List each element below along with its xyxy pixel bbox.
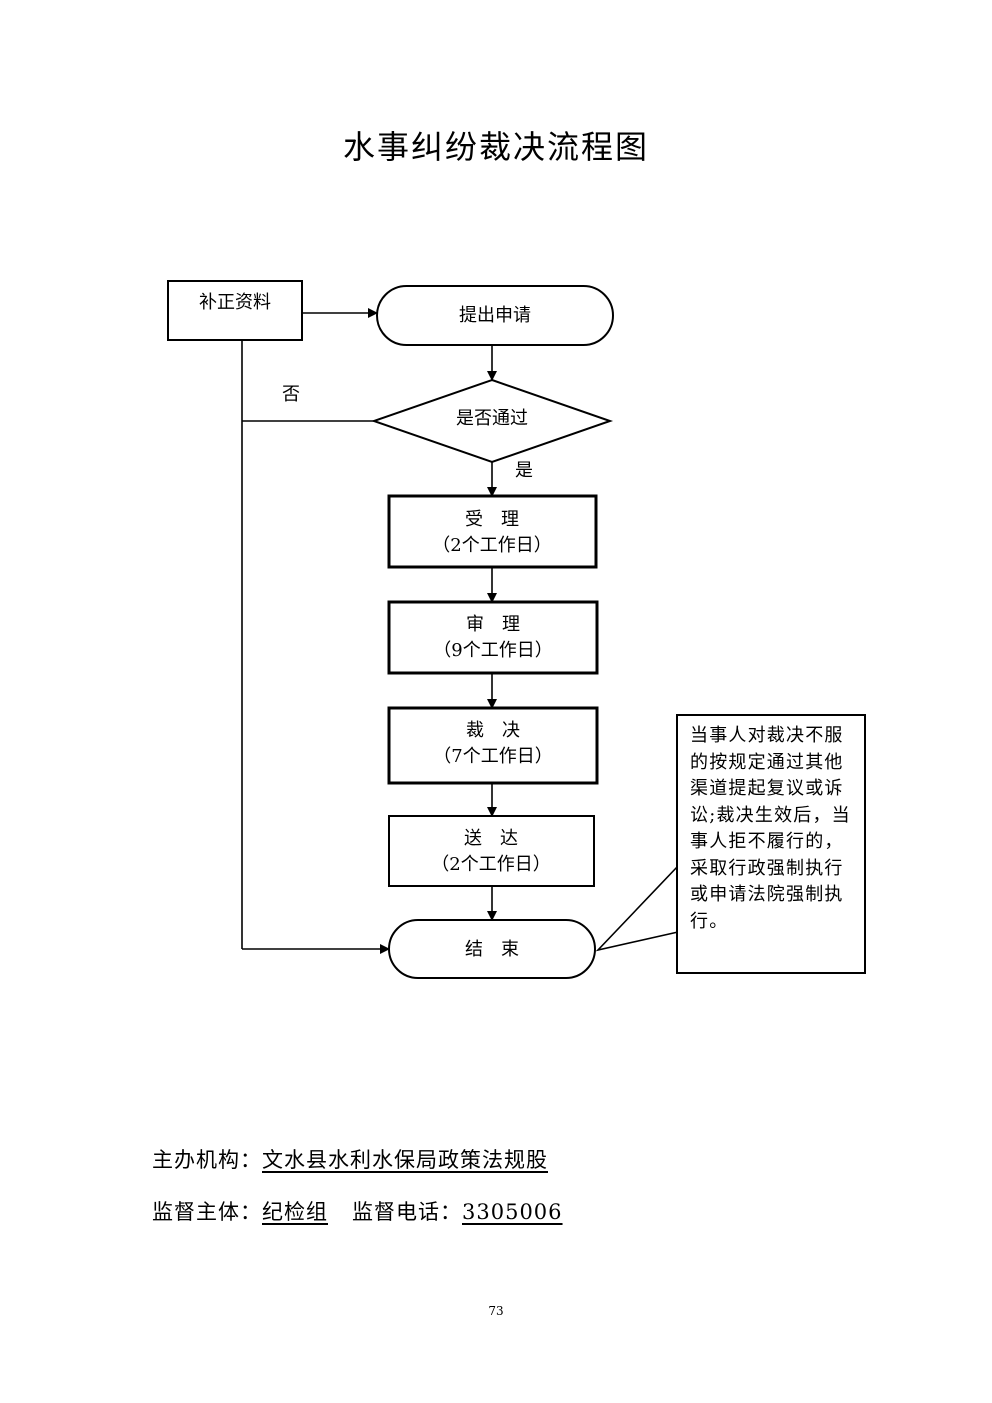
ruling-node: 裁 决 （7个工作日） [387, 706, 599, 785]
end-node: 结 束 [388, 919, 596, 979]
organizer-value: 文水县水利水保局政策法规股 [262, 1148, 548, 1172]
phone-value: 3305006 [462, 1200, 563, 1224]
organizer-line: 主办机构：文水县水利水保局政策法规股 [152, 1144, 548, 1174]
accept-label: 受 理 [465, 509, 519, 530]
note-box: 当事人对裁决不服的按规定通过其他渠道提起复议或诉讼;裁决生效后，当事人拒不履行的… [676, 714, 866, 974]
supervisor-label: 监督主体： [152, 1200, 262, 1224]
supervisor-value: 纪检组 [262, 1200, 328, 1224]
deliver-node: 送 达 （2个工作日） [388, 815, 595, 887]
yes-label: 是 [515, 460, 533, 481]
deliver-label: 送 达 [464, 828, 518, 849]
page-number: 73 [488, 1304, 504, 1318]
apply-label: 提出申请 [459, 305, 531, 326]
ruling-label: 裁 决 [466, 720, 520, 741]
no-label: 否 [282, 384, 300, 405]
page-title: 水事纠纷裁决流程图 [342, 128, 649, 166]
decision-label: 是否通过 [456, 408, 528, 429]
accept-duration: （2个工作日） [432, 535, 551, 556]
supervisor-line: 监督主体：纪检组监督电话：3305006 [152, 1196, 563, 1226]
apply-node: 提出申请 [376, 285, 614, 346]
review-node: 审 理 （9个工作日） [387, 600, 599, 675]
organizer-label: 主办机构： [152, 1148, 262, 1172]
phone-label: 监督电话： [352, 1200, 462, 1224]
deliver-duration: （2个工作日） [431, 854, 550, 875]
supplement-label: 补正资料 [199, 292, 271, 313]
accept-node: 受 理 （2个工作日） [387, 494, 598, 569]
decision-node: 是否通过 [370, 378, 614, 464]
note-callout-pointer [595, 865, 679, 952]
ruling-duration: （7个工作日） [433, 746, 552, 767]
review-duration: （9个工作日） [433, 640, 552, 661]
supplement-node: 补正资料 [167, 280, 303, 341]
end-label: 结 束 [465, 939, 519, 960]
review-label: 审 理 [466, 614, 520, 635]
